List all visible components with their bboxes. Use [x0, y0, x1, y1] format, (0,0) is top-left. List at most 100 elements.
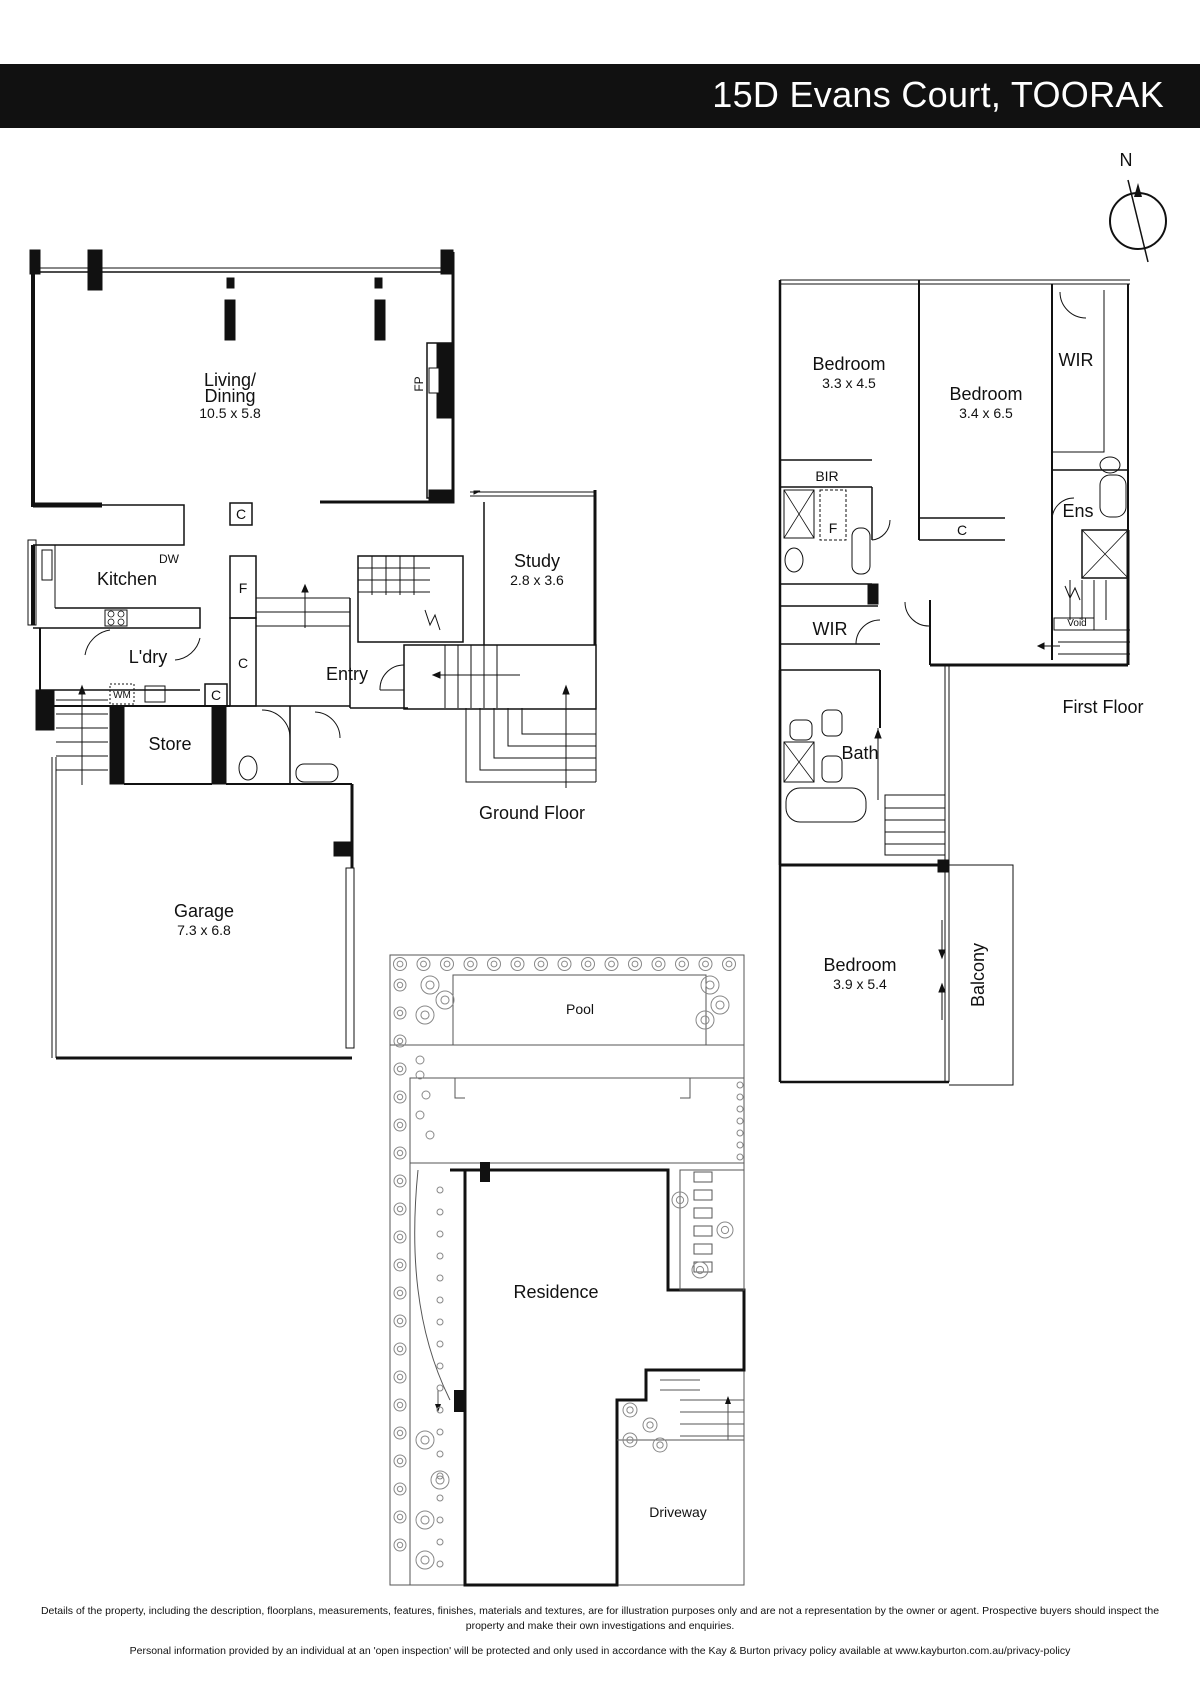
tree-icon [436, 1296, 444, 1304]
ensuite-label: Ens [1062, 501, 1093, 521]
tree-icon [416, 957, 431, 971]
disclaimer-text: Details of the property, including the d… [40, 1605, 1160, 1632]
tree-icon [736, 1093, 744, 1101]
tree-icon [393, 1510, 407, 1524]
tree-icon [393, 957, 407, 971]
tree-icon [420, 975, 440, 995]
driveway-label: Driveway [649, 1504, 707, 1520]
store-label: Store [148, 734, 191, 754]
tree-icon [436, 1428, 444, 1436]
tree-icon [393, 1314, 407, 1328]
tree-icon [393, 1370, 407, 1384]
privacy-text: Personal information provided by an indi… [129, 1645, 1071, 1657]
bedroom2-label: Bedroom [949, 384, 1022, 404]
laundry-label: L'dry [129, 647, 167, 667]
washing-machine-label: WM [113, 690, 131, 701]
tree-icon [420, 1515, 430, 1525]
tree-icon [420, 1555, 430, 1565]
first-floor-fridge-label: F [829, 520, 838, 536]
tree-icon [698, 957, 713, 971]
tree-icon [722, 957, 736, 971]
fridge-label: F [239, 580, 248, 596]
tree-icon [393, 1230, 407, 1244]
tree-icon [415, 1005, 435, 1025]
site-plan-labels: Pool Residence Driveway [513, 1001, 706, 1520]
tree-icon [436, 1538, 444, 1546]
tree-icon [736, 1153, 744, 1161]
site-plan-trees [393, 957, 744, 1570]
void-label: Void [1067, 618, 1086, 629]
tree-icon [396, 1037, 404, 1045]
tree-icon [700, 975, 720, 995]
tree-icon [537, 960, 545, 968]
tree-icon [396, 1457, 404, 1465]
tree-icon [691, 1261, 709, 1279]
tree-icon [393, 1062, 407, 1076]
first-floor-cupboard-label: C [957, 522, 967, 538]
site-plan [389, 954, 746, 1587]
tree-icon [443, 960, 451, 968]
kitchen-label: Kitchen [97, 569, 157, 589]
property-address: 15D Evans Court, TOORAK [712, 74, 1164, 115]
tree-icon [393, 1174, 407, 1188]
laundry-cupboard-label: C [211, 687, 221, 703]
tree-icon [440, 957, 454, 971]
tree-icon [705, 980, 715, 990]
tree-icon [435, 1475, 445, 1485]
tree-icon [655, 960, 662, 968]
tree-icon [608, 960, 615, 968]
tree-icon [626, 1406, 634, 1414]
tree-icon [396, 1149, 404, 1157]
tree-icon [396, 1401, 404, 1409]
tree-icon [421, 1090, 431, 1100]
pool-label: Pool [566, 1001, 594, 1017]
tree-icon [626, 1436, 634, 1444]
tree-icon [436, 1472, 444, 1480]
tree-icon [581, 957, 595, 971]
tree-icon [436, 1186, 444, 1194]
tree-icon [396, 1485, 404, 1493]
tree-icon [646, 1421, 654, 1429]
tree-icon [725, 960, 733, 968]
ground-floor-title: Ground Floor [479, 803, 585, 823]
tree-icon [396, 1373, 404, 1381]
living-dining-dims: 10.5 x 5.8 [199, 405, 261, 421]
tree-icon [675, 1195, 685, 1205]
tree-icon [622, 1402, 638, 1418]
tree-icon [720, 1225, 730, 1235]
tree-icon [436, 1384, 444, 1392]
tree-icon [393, 1118, 407, 1132]
tree-icon [393, 1426, 407, 1440]
living-dining-label-2: Dining [204, 386, 255, 406]
dishwasher-label: DW [159, 552, 180, 566]
study-dims: 2.8 x 3.6 [510, 572, 564, 588]
tree-icon [420, 1435, 430, 1445]
tree-icon [396, 1289, 404, 1297]
tree-icon [396, 1177, 404, 1185]
tree-icon [393, 1202, 407, 1216]
tree-icon [415, 1510, 435, 1530]
tree-icon [695, 1265, 705, 1275]
tree-icon [463, 957, 478, 971]
residence-label: Residence [513, 1282, 598, 1302]
bedroom3-label: Bedroom [823, 955, 896, 975]
bedroom2-dims: 3.4 x 6.5 [959, 405, 1013, 421]
tree-icon [490, 960, 498, 968]
tree-icon [695, 1010, 715, 1030]
tree-icon [436, 1274, 444, 1282]
tree-icon [678, 960, 686, 968]
tree-icon [675, 957, 689, 971]
tree-icon [440, 995, 450, 1005]
tree-icon [396, 960, 404, 968]
tree-icon [393, 1538, 407, 1552]
garage-dims: 7.3 x 6.8 [177, 922, 231, 938]
living-cupboard-label: C [236, 506, 246, 522]
tree-icon [700, 1015, 710, 1025]
tree-icon [393, 978, 407, 992]
tree-icon [716, 1221, 734, 1239]
tree-icon [396, 1205, 404, 1213]
tree-icon [510, 957, 525, 971]
tree-icon [393, 1146, 407, 1160]
tree-icon [393, 1090, 407, 1104]
tree-icon [393, 1454, 407, 1468]
